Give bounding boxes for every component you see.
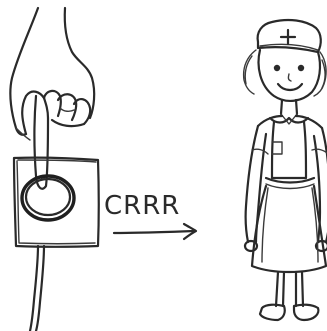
doorbell-box (14, 158, 99, 331)
arrow-icon (114, 224, 196, 239)
nurse-figure (244, 20, 327, 320)
sound-effect-text: CRRR (104, 191, 180, 221)
